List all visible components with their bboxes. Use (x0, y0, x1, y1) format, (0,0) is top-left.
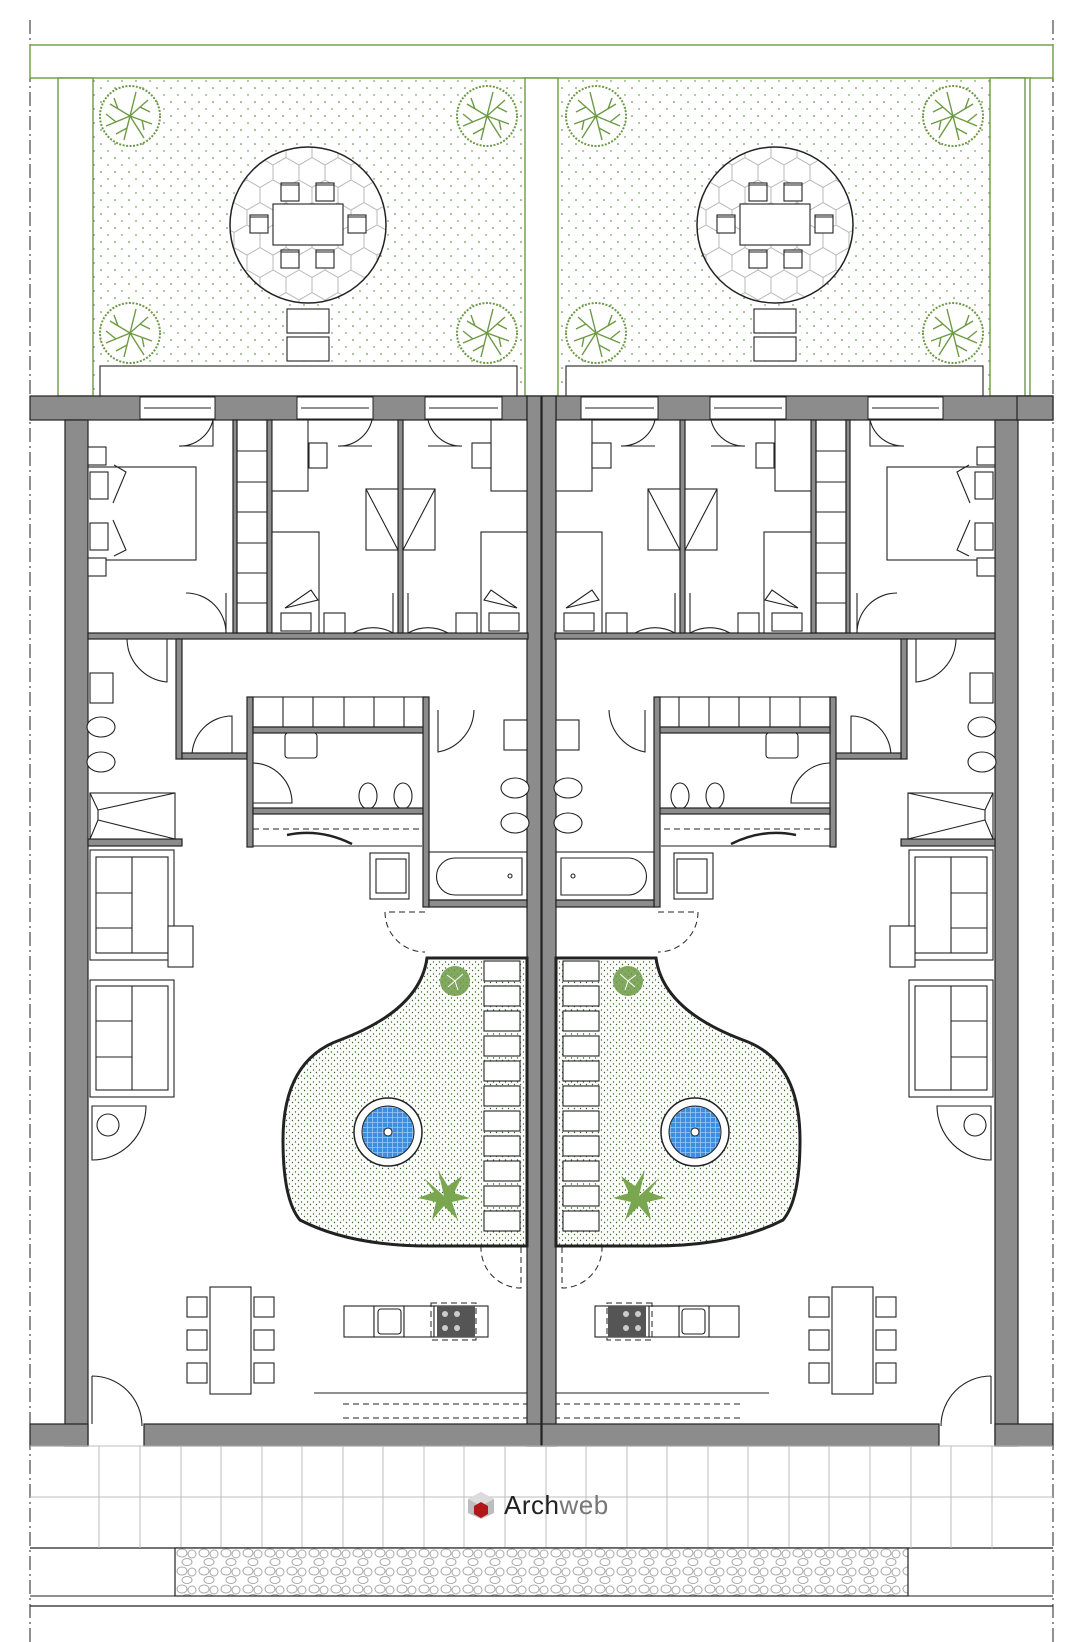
archweb-logo: Archweb (466, 1488, 609, 1522)
logo-text: Archweb (504, 1490, 609, 1521)
hedge-top (29, 44, 1054, 79)
unit-right (542, 78, 1053, 1446)
cube-icon (466, 1490, 496, 1520)
logo-text-web: web (559, 1489, 609, 1520)
logo-text-arch: Arch (504, 1489, 560, 1520)
unit-left (30, 78, 541, 1446)
street-planter (174, 1547, 909, 1597)
